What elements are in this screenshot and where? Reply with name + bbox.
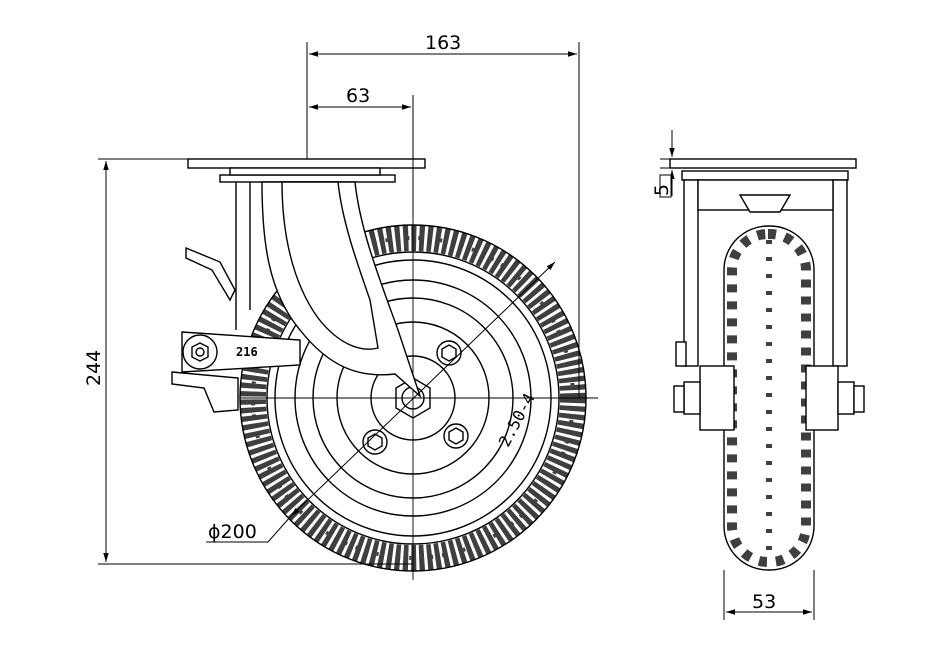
front-top-plate (669, 158, 857, 169)
front-view-dimensions (659, 130, 815, 620)
side-view-dimensions (98, 42, 580, 565)
brake-assembly (171, 246, 301, 413)
side-view: 216 2.50-4 (171, 158, 598, 580)
front-view (669, 158, 865, 571)
top-plate (187, 158, 426, 183)
dim-overall-width: 163 (425, 32, 461, 54)
dim-wheel-diameter: ϕ200 (208, 521, 257, 543)
dim-wheel-width: 53 (752, 591, 776, 613)
dim-line-diameter (290, 261, 556, 517)
dim-overall-height: 244 (83, 350, 105, 386)
tire-size-label: 2.50-4 (495, 390, 539, 450)
front-tire (723, 225, 815, 571)
front-fork (675, 179, 848, 367)
front-axle (673, 365, 865, 431)
fork-mark: 216 (236, 345, 258, 359)
dim-plate-thickness: 5 (651, 184, 673, 196)
dim-plate-offset: 63 (346, 85, 370, 107)
